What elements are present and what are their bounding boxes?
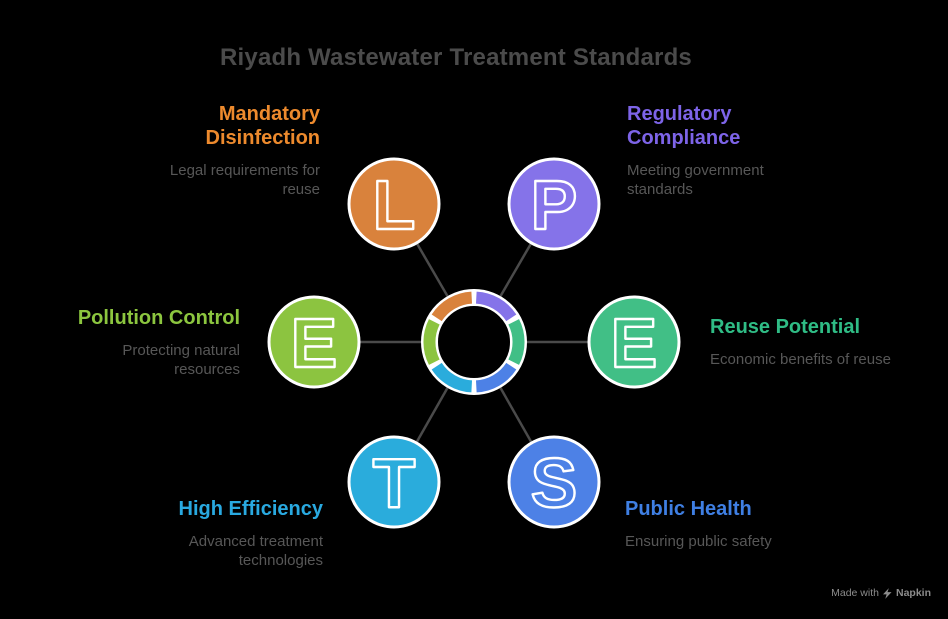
node-circle-regulatory-compliance xyxy=(507,157,601,251)
label-reuse-potential: Reuse Potential Economic benefits of reu… xyxy=(710,315,940,369)
label-public-health: Public Health Ensuring public safety xyxy=(625,497,855,551)
diagram-title: Riyadh Wastewater Treatment Standards xyxy=(220,44,692,71)
connector-lines xyxy=(314,203,634,483)
node-description: Meeting government standards xyxy=(627,162,764,198)
ring-segment-regulatory xyxy=(475,291,517,322)
node-letters: L P E E T S xyxy=(289,165,658,523)
node-letter-public-health: S xyxy=(531,444,578,522)
ring-segment-mandatory xyxy=(431,291,473,322)
ring-segment-high-efficiency xyxy=(431,362,473,393)
ring-segment-public-health xyxy=(475,362,517,393)
node-letter-mandatory-disinfection: L xyxy=(373,166,416,244)
node-description: Legal requirements for reuse xyxy=(169,162,320,198)
node-description: Advanced treatment technologies xyxy=(188,533,323,569)
label-mandatory-disinfection: Mandatory Disinfection Legal requirement… xyxy=(148,102,320,199)
node-letter-regulatory-compliance: P xyxy=(531,166,578,244)
node-circle-public-health xyxy=(507,435,601,529)
node-description: Ensuring public safety xyxy=(625,533,772,550)
node-letter-high-efficiency: T xyxy=(373,444,416,522)
node-circle-high-efficiency xyxy=(347,435,441,529)
watermark-made-with-text: Made with xyxy=(831,587,879,599)
center-ring xyxy=(421,289,527,395)
node-circle-reuse-potential xyxy=(587,295,681,389)
node-heading: High Efficiency xyxy=(178,498,323,520)
node-heading: Regulatory Compliance xyxy=(627,103,741,149)
ring-segment-reuse xyxy=(508,319,525,365)
watermark: Made with Napkin xyxy=(831,587,931,599)
node-circle-mandatory-disinfection xyxy=(347,157,441,251)
watermark-brand-text: Napkin xyxy=(895,587,931,599)
node-circles xyxy=(267,157,681,529)
node-letter-reuse-potential: E xyxy=(611,304,658,382)
node-heading: Pollution Control xyxy=(77,307,240,329)
node-circle-pollution-control xyxy=(267,295,361,389)
label-pollution-control: Pollution Control Protecting natural res… xyxy=(20,306,240,379)
label-regulatory-compliance: Regulatory Compliance Meeting government… xyxy=(627,102,787,199)
node-heading: Mandatory Disinfection xyxy=(205,103,320,149)
node-description: Economic benefits of reuse xyxy=(710,351,891,368)
node-letter-pollution-control: E xyxy=(291,304,338,382)
ring-segment-pollution xyxy=(423,319,440,365)
node-heading: Reuse Potential xyxy=(710,316,861,338)
label-high-efficiency: High Efficiency Advanced treatment techn… xyxy=(103,497,323,570)
napkin-logo-icon xyxy=(882,587,892,599)
node-description: Protecting natural resources xyxy=(122,342,240,378)
node-heading: Public Health xyxy=(625,498,752,520)
